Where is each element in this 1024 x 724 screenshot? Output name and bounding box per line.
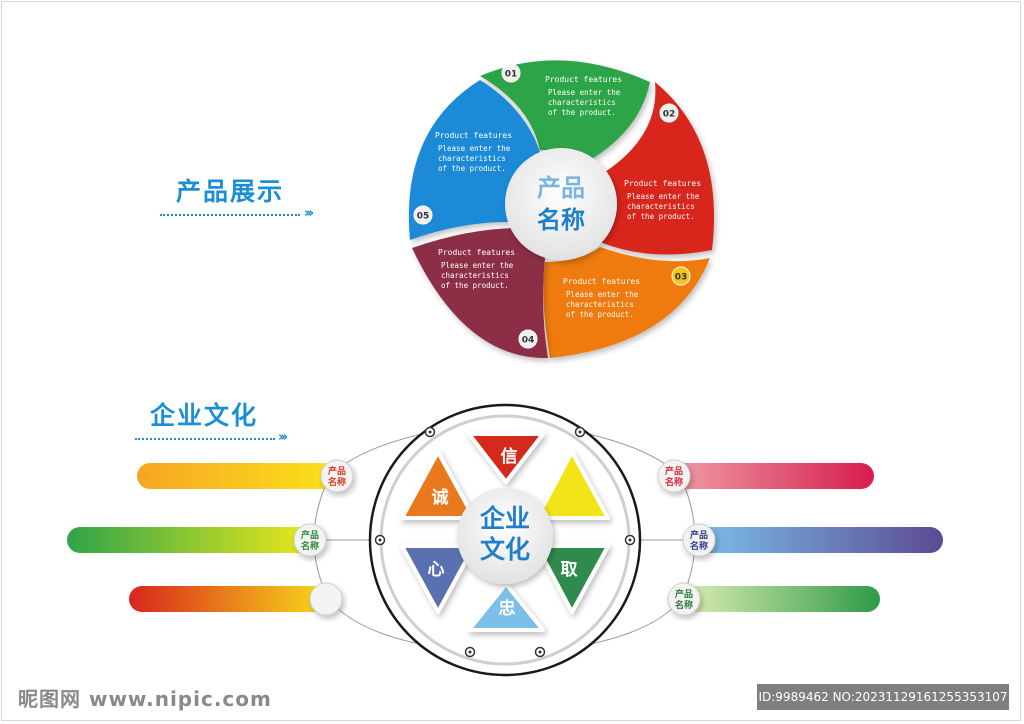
segment-number-badge xyxy=(501,63,521,83)
chevron-right-icon: ››› xyxy=(304,206,314,221)
left-gradient-bar-1[interactable] xyxy=(137,463,337,489)
culture-center-disc xyxy=(457,488,553,584)
culture-triangle-label: 忠 xyxy=(499,598,516,619)
connector-node-dot xyxy=(378,538,382,542)
segment-number-badge xyxy=(413,205,433,225)
watermark-left: 昵图网 www.nipic.com xyxy=(18,687,272,711)
connector-node-dot xyxy=(468,650,472,654)
segment-desc-02: characteristics xyxy=(627,202,695,211)
culture-diagram: 信诚心取忠 企业 文化 产品名称产品名称产品名称产品名称产品名称 xyxy=(67,403,943,677)
left-bar-badge xyxy=(293,523,327,557)
segment-desc-01: of the product. xyxy=(548,108,616,117)
connector-node-dot xyxy=(428,430,432,434)
connector-node-dot xyxy=(578,430,582,434)
culture-triangle-5[interactable] xyxy=(535,544,610,614)
section-divider-product xyxy=(160,214,300,216)
segment-title-04: Product features xyxy=(438,248,515,257)
culture-triangle-2[interactable] xyxy=(400,450,476,520)
culture-triangle-label: 取 xyxy=(561,560,578,580)
wheel-segment-04[interactable] xyxy=(412,228,548,359)
culture-triangle-label: 诚 xyxy=(432,487,449,508)
right-bar-label: 名称 xyxy=(675,599,693,611)
culture-triangle-3[interactable] xyxy=(535,450,610,520)
segment-number-04: 04 xyxy=(522,336,535,346)
segment-number-badge xyxy=(518,329,538,349)
segment-desc-05: of the product. xyxy=(438,164,506,173)
right-gradient-bar-3[interactable] xyxy=(670,586,880,612)
segment-number-01: 01 xyxy=(505,70,518,80)
segment-title-03: Product features xyxy=(563,277,640,286)
segment-desc-03: of the product. xyxy=(566,310,634,319)
right-bar-badge xyxy=(657,459,691,493)
segment-desc-03: characteristics xyxy=(566,300,634,309)
left-gradient-bar-2[interactable] xyxy=(67,527,317,553)
segment-title-02: Product features xyxy=(624,179,701,188)
segment-desc-01: characteristics xyxy=(548,98,616,107)
watermark-right: ID:9989462 NO:20231129161255353107 xyxy=(757,684,1009,710)
left-gradient-bar-3[interactable] xyxy=(129,586,337,612)
section-divider-culture xyxy=(135,438,275,440)
right-bar-badge xyxy=(667,582,701,616)
culture-triangle-label: 信 xyxy=(501,446,518,467)
culture-center-line1: 企业 xyxy=(480,504,530,533)
section-title-product: 产品展示 xyxy=(176,177,285,206)
wheel-segment-02[interactable] xyxy=(600,82,715,255)
left-bar-label: 名称 xyxy=(328,476,346,488)
segment-number-badge xyxy=(659,103,679,123)
segment-number-badge xyxy=(671,266,691,286)
segment-desc-05: Please enter the xyxy=(438,144,511,153)
culture-triangle-6[interactable] xyxy=(467,582,545,632)
culture-triangle-label: 心 xyxy=(428,560,445,580)
segment-title-05: Product features xyxy=(435,131,512,140)
segment-desc-02: of the product. xyxy=(627,212,695,221)
segment-desc-04: of the product. xyxy=(441,281,509,290)
segment-number-05: 05 xyxy=(417,212,430,222)
culture-center-line2: 文化 xyxy=(480,535,530,564)
wheel-segment-01[interactable] xyxy=(480,60,650,160)
right-gradient-bar-1[interactable] xyxy=(668,463,874,489)
segment-number-03: 03 xyxy=(675,273,688,283)
wheel-center-line2: 名称 xyxy=(537,206,585,234)
left-bar-label: 名称 xyxy=(301,540,319,552)
right-gradient-bar-2[interactable] xyxy=(693,527,943,553)
right-bar-label: 产品 xyxy=(675,588,693,600)
segment-title-01: Product features xyxy=(545,75,622,84)
segment-desc-02: Please enter the xyxy=(627,192,700,201)
right-bar-label: 名称 xyxy=(665,476,683,488)
right-bar-label: 名称 xyxy=(690,540,708,552)
wheel-center-disc xyxy=(505,148,617,260)
chevron-right-icon: ››› xyxy=(278,430,288,445)
right-bar-badge xyxy=(682,523,716,557)
segment-desc-05: characteristics xyxy=(438,154,506,163)
culture-triangle-1[interactable] xyxy=(467,432,545,484)
left-bar-label: 产品 xyxy=(301,529,319,541)
connector-node-dot xyxy=(538,650,542,654)
wheel-segment-03[interactable] xyxy=(543,247,710,358)
wheel-center-line1: 产品 xyxy=(537,174,585,202)
right-bar-label: 产品 xyxy=(690,529,708,541)
left-bar-label: 产品 xyxy=(328,465,346,477)
culture-triangle-4[interactable] xyxy=(400,544,476,614)
right-bar-label: 产品 xyxy=(665,465,683,477)
left-bar-badge xyxy=(309,582,343,616)
segment-number-02: 02 xyxy=(663,110,676,120)
connector-node-dot xyxy=(628,538,632,542)
section-title-culture: 企业文化 xyxy=(150,401,259,430)
segment-desc-01: Please enter the xyxy=(548,88,621,97)
segment-desc-04: Please enter the xyxy=(441,261,514,270)
left-bar-badge xyxy=(320,459,354,493)
segment-desc-04: characteristics xyxy=(441,271,509,280)
segment-desc-03: Please enter the xyxy=(566,290,639,299)
